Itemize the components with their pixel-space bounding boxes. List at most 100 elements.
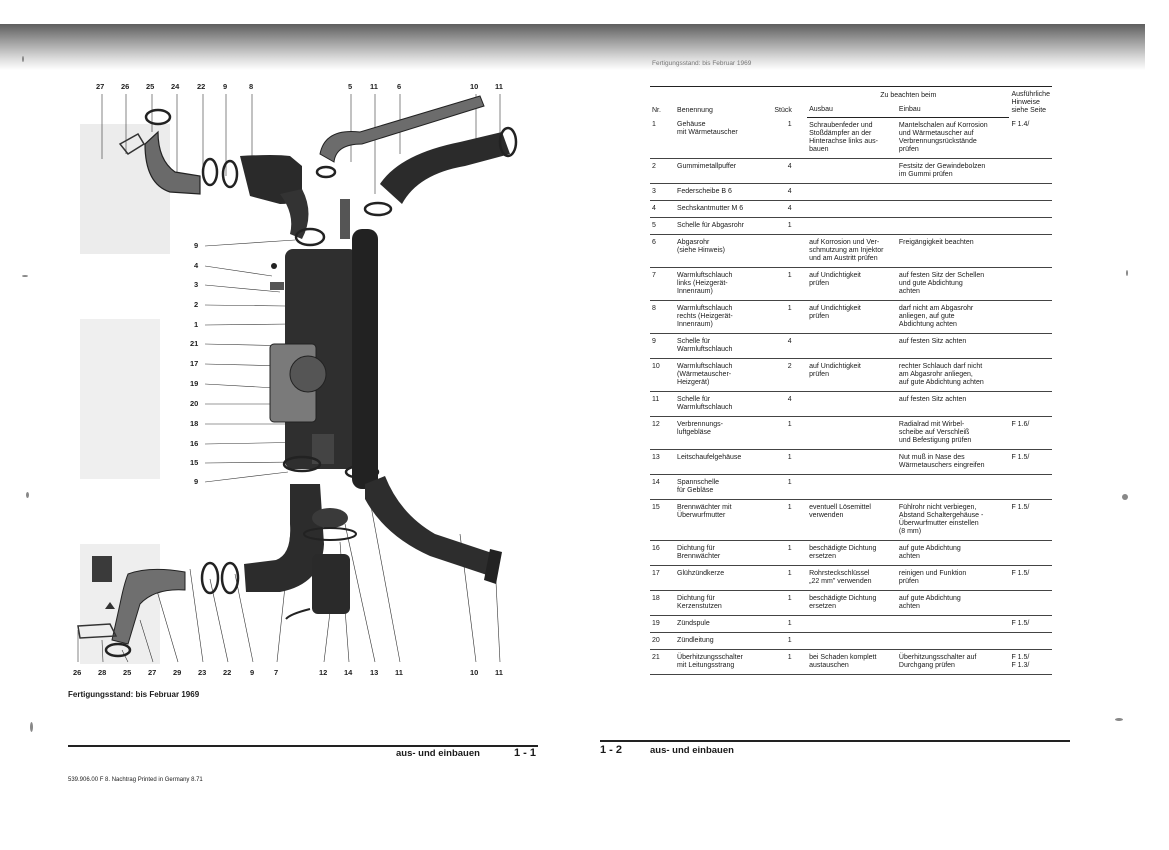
callout-bottom-4: 27 [148, 668, 157, 677]
cell-ausbau [807, 200, 897, 218]
cell-stueck: 1 [772, 267, 808, 301]
cell-stueck: 4 [772, 158, 808, 184]
callout-bottom-2: 28 [98, 668, 107, 677]
lower-right-hose [365, 476, 502, 584]
top-leaders [101, 94, 501, 194]
cell-einbau: auf festen Sitz achten [896, 391, 1010, 417]
cell-einbau: Freigängigkeit beachten [896, 234, 1010, 268]
cell-benennung: Brennwächter mit Überwurfmutter [675, 499, 773, 541]
cell-ausbau: auf Undichtigkeit prüfen [807, 358, 897, 392]
right-page: Fertigungsstand: bis Februar 1969 Nr. Be… [580, 44, 1140, 814]
cell-stueck: 1 [772, 615, 808, 633]
callout-bottom-3: 25 [123, 668, 132, 677]
cell-benennung: Abgasrohr (siehe Hinweis) [675, 234, 773, 268]
callout-top-1: 27 [96, 82, 105, 91]
callout-bottom-7: 22 [223, 668, 232, 677]
footer-title-right: aus- und einbauen [650, 745, 734, 756]
cell-nr: 20 [650, 632, 676, 650]
cell-nr: 21 [650, 649, 676, 675]
cell-benennung: Warmluftschlauch (Wärmetauscher- Heizger… [675, 358, 773, 392]
cell-einbau [896, 615, 1010, 633]
callout-bottom-1: 26 [73, 668, 82, 677]
cell-stueck: 1 [772, 632, 808, 650]
cell-hinweise [1009, 234, 1052, 268]
callout-bottom-10: 12 [319, 668, 328, 677]
cell-ausbau: auf Korrosion und Ver- schmutzung am Inj… [807, 234, 897, 268]
cell-hinweise: F 1.5/ [1009, 565, 1052, 591]
scan-speck [22, 56, 24, 62]
cell-ausbau: auf Undichtigkeit prüfen [807, 267, 897, 301]
header-group: Zu beachten beim [807, 86, 1010, 103]
callout-left-4: 2 [194, 300, 199, 309]
page-number-left: 1 - 1 [514, 747, 537, 759]
cell-benennung: Gummimetallpuffer [675, 158, 773, 184]
callout-bottom-6: 23 [198, 668, 207, 677]
cell-einbau: Radialrad mit Wirbel- scheibe auf Versch… [896, 416, 1010, 450]
callout-top-9: 11 [370, 82, 378, 91]
upper-right-hose [363, 126, 518, 217]
cell-einbau: rechter Schlauch darf nicht am Abgasrohr… [896, 358, 1010, 392]
cell-benennung: Schelle für Abgasrohr [675, 217, 773, 235]
heater-body [269, 199, 380, 489]
cell-stueck: 2 [772, 358, 808, 392]
cell-nr: 5 [650, 217, 676, 235]
cell-benennung: Gehäuse mit Wärmetauscher [675, 117, 773, 159]
cell-nr: 4 [650, 200, 676, 218]
cell-einbau [896, 200, 1010, 218]
cell-nr: 2 [650, 158, 676, 184]
cell-hinweise: F 1.5/ [1009, 615, 1052, 633]
cell-nr: 1 [650, 117, 676, 159]
callout-bottom-14: 10 [470, 668, 479, 677]
cell-benennung: Schelle für Warmluftschlauch [675, 333, 773, 359]
cell-hinweise [1009, 217, 1052, 235]
cell-ausbau [807, 474, 897, 500]
cell-stueck: 4 [772, 200, 808, 218]
cell-benennung: Verbrennungs- luftgebläse [675, 416, 773, 450]
scan-speck [1126, 270, 1128, 276]
footer-rule-left [68, 745, 538, 747]
cell-stueck: 1 [772, 649, 808, 675]
callout-bottom-13: 11 [395, 668, 403, 677]
cell-benennung: Dichtung für Kerzenstutzen [675, 590, 773, 616]
callout-left-5: 1 [194, 320, 199, 329]
callout-top-2: 26 [121, 82, 130, 91]
callout-bottom-5: 29 [173, 668, 182, 677]
scan-top-margin [0, 0, 1169, 24]
header-ausbau: Ausbau [807, 102, 897, 118]
callout-top-3: 25 [146, 82, 155, 91]
cell-einbau [896, 474, 1010, 500]
cell-stueck: 1 [772, 300, 808, 334]
callout-top-10: 6 [397, 82, 402, 91]
callout-top-4: 24 [171, 82, 180, 91]
header-stueck: Stück [772, 86, 808, 117]
callout-top-7: 8 [249, 82, 254, 91]
cell-einbau: Mantelschalen auf Korrosion und Wärmetau… [896, 117, 1010, 159]
cell-ausbau: auf Undichtigkeit prüfen [807, 300, 897, 334]
callout-bottom-9: 7 [274, 668, 279, 677]
cell-nr: 16 [650, 540, 676, 566]
cell-nr: 9 [650, 333, 676, 359]
cell-nr: 18 [650, 590, 676, 616]
callout-top-12: 11 [495, 82, 503, 91]
exploded-diagram [77, 94, 518, 664]
cell-hinweise: F 1.6/ [1009, 416, 1052, 450]
cell-benennung: Zündspule [675, 615, 773, 633]
parts-table: Nr. Benennung Stück Zu beachten beim Aus… [650, 86, 1052, 675]
cell-benennung: Leitschaufelgehäuse [675, 449, 773, 475]
figure-caption: Fertigungsstand: bis Februar 1969 [68, 690, 200, 699]
cell-ausbau [807, 217, 897, 235]
cell-hinweise [1009, 200, 1052, 218]
callout-bottom-15: 11 [495, 668, 503, 677]
callout-left-9: 20 [190, 399, 199, 408]
cell-hinweise [1009, 540, 1052, 566]
cell-ausbau: beschädigte Dichtung ersetzen [807, 590, 897, 616]
footer-title-left: aus- und einbauen [396, 748, 480, 759]
